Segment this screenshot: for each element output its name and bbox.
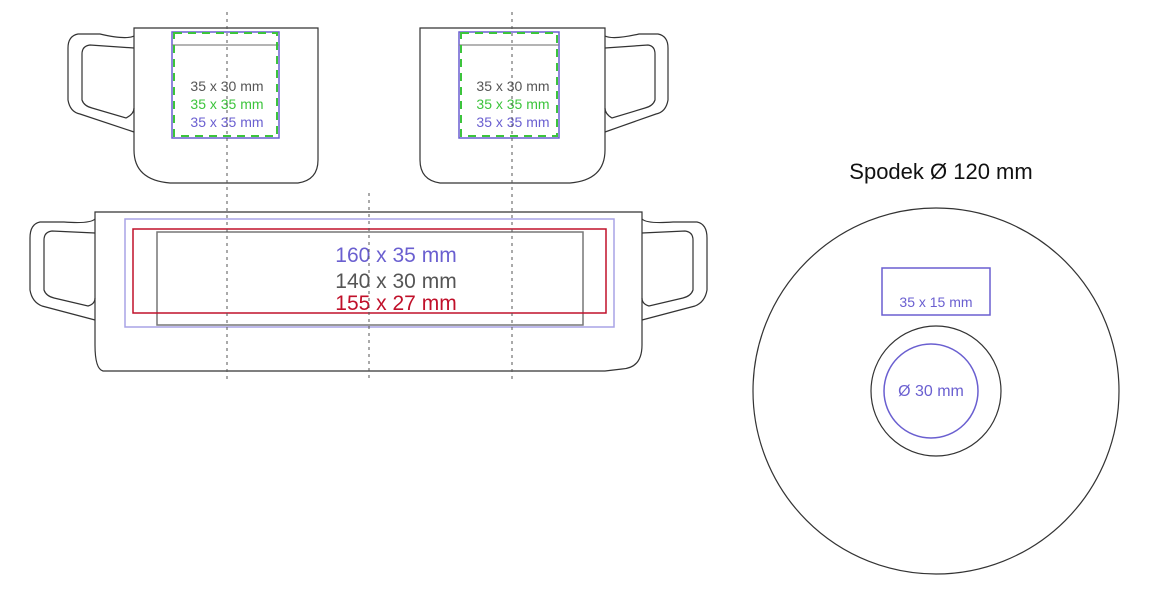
size-label-red: 155 x 27 mm	[335, 292, 456, 315]
saucer-title: Spodek Ø 120 mm	[849, 159, 1032, 184]
rect-size-label: 35 x 15 mm	[899, 294, 972, 310]
mug-left: 35 x 30 mm 35 x 35 mm 35 x 35 mm	[67, 27, 319, 184]
size-label-gray: 35 x 30 mm	[190, 78, 263, 94]
print-area-circle	[883, 343, 979, 439]
size-label-gray: 35 x 30 mm	[476, 78, 549, 94]
print-area-gray	[156, 231, 584, 326]
size-label-purple: 35 x 35 mm	[190, 114, 263, 130]
size-label-purple: 35 x 35 mm	[476, 114, 549, 130]
print-area-green	[173, 32, 278, 137]
mug-wrap: 160 x 35 mm 140 x 30 mm 155 x 27 mm	[29, 211, 708, 372]
circle-size-label: Ø 30 mm	[898, 383, 964, 400]
size-label-green: 35 x 35 mm	[476, 96, 549, 112]
mug-right: 35 x 30 mm 35 x 35 mm 35 x 35 mm	[419, 27, 669, 184]
print-area-rect	[881, 267, 991, 316]
size-label-purple: 160 x 35 mm	[335, 244, 456, 267]
size-label-gray: 140 x 30 mm	[335, 270, 456, 293]
saucer: Spodek Ø 120 mm Ø 30 mm 35 x 15 mm	[752, 159, 1120, 575]
print-area-purple	[171, 31, 280, 139]
